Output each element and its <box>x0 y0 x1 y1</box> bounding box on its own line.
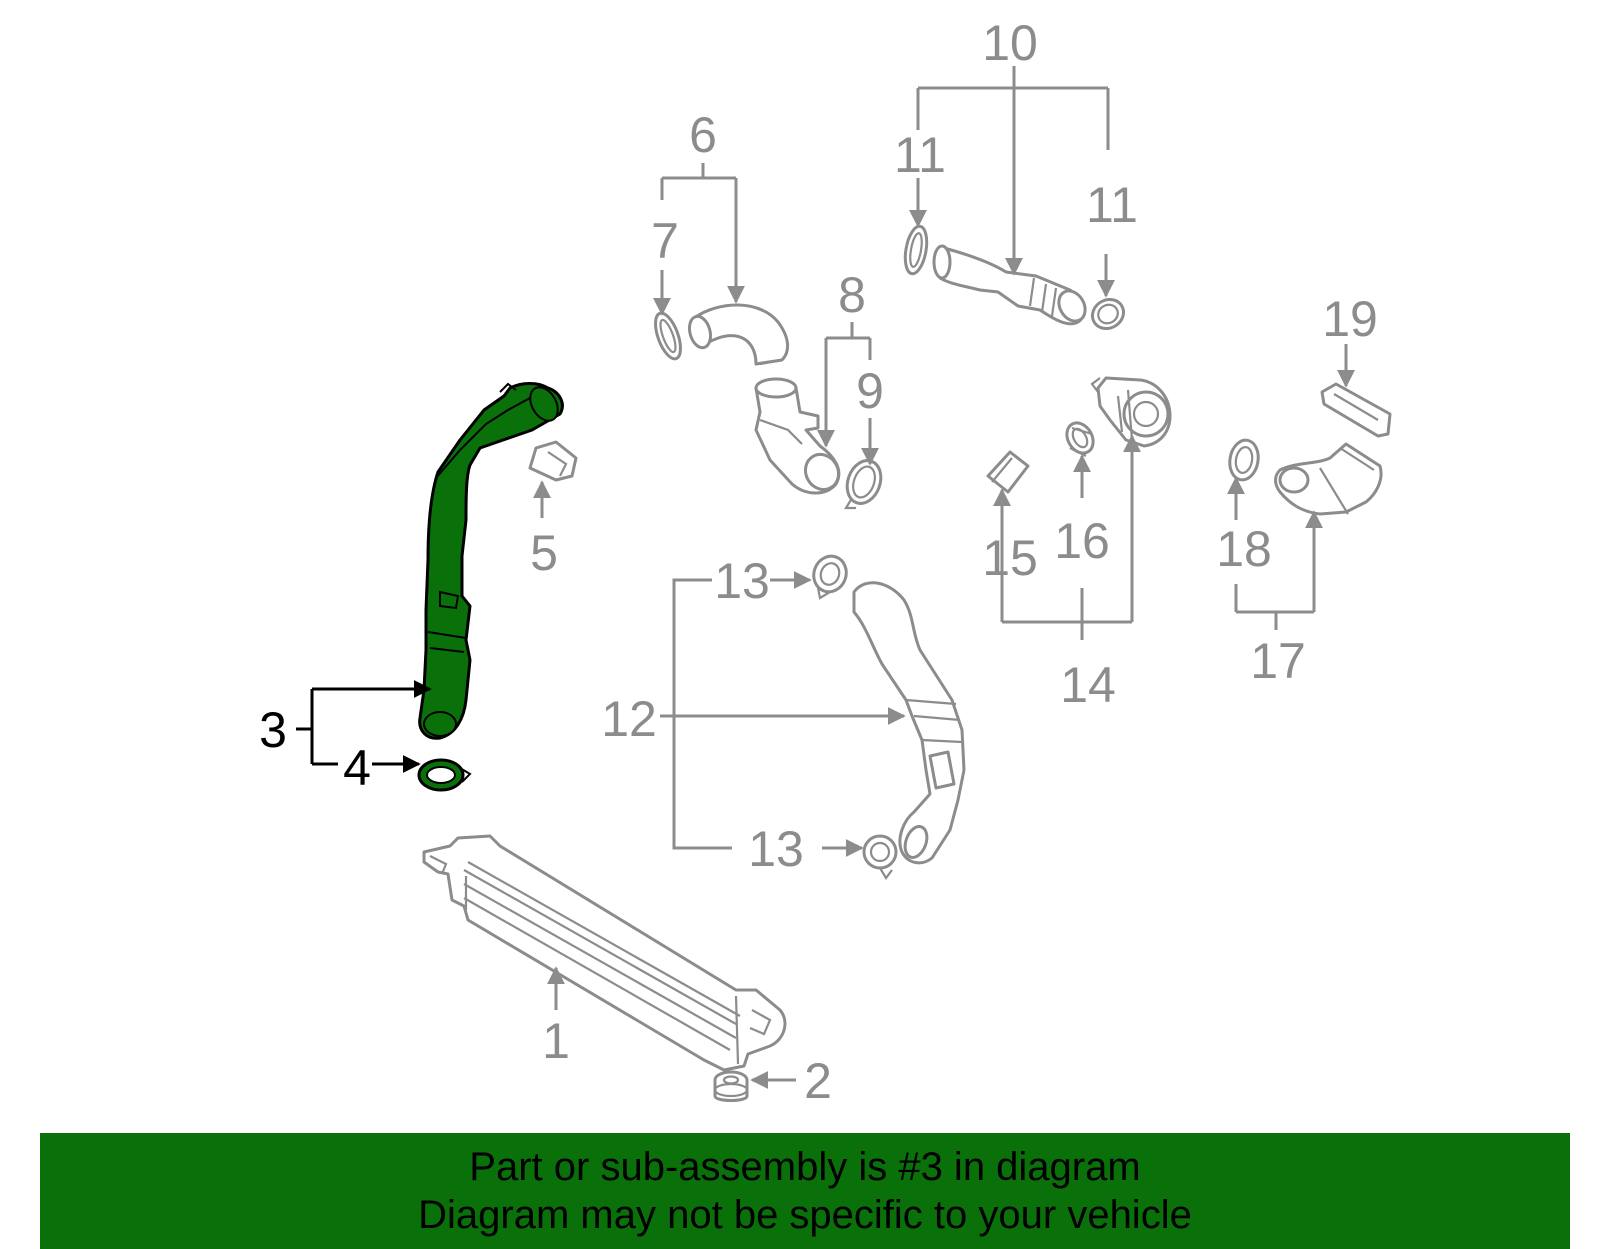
callout-2: 2 <box>804 1053 832 1109</box>
leader-14-15-16 <box>993 434 1141 640</box>
leader-8-9 <box>817 322 879 466</box>
callout-8: 8 <box>838 267 866 323</box>
part-7-clamp[interactable] <box>650 310 685 362</box>
part-13-clamp-upper[interactable] <box>809 552 851 600</box>
part-16-grommet[interactable] <box>1062 418 1099 458</box>
part-12-hose-assembly[interactable] <box>852 581 966 865</box>
part-10-hose[interactable] <box>932 244 1090 326</box>
part-18-clamp[interactable] <box>1227 438 1262 482</box>
leader-3-4 <box>296 680 432 773</box>
callout-5: 5 <box>530 525 558 581</box>
callout-4[interactable]: 4 <box>343 740 371 796</box>
part-11-clamp-right[interactable] <box>1087 294 1129 334</box>
callout-16: 16 <box>1054 513 1110 569</box>
callout-18: 18 <box>1216 521 1272 577</box>
info-banner: Part or sub-assembly is #3 in diagram Di… <box>40 1133 1570 1249</box>
callout-6: 6 <box>689 107 717 163</box>
part-15-sleeve[interactable] <box>986 450 1030 494</box>
callout-12: 12 <box>601 691 657 747</box>
part-8-elbow-hose[interactable] <box>754 377 845 496</box>
part-2-rubber-mount[interactable] <box>713 1070 749 1102</box>
part-19-gasket[interactable] <box>1320 382 1392 438</box>
callout-1: 1 <box>542 1013 570 1069</box>
part-17-inlet-duct[interactable] <box>1274 442 1383 516</box>
banner-line-2: Diagram may not be specific to your vehi… <box>418 1193 1192 1237</box>
part-5-bracket[interactable] <box>528 440 578 482</box>
callout-10: 10 <box>982 15 1038 71</box>
part-1-intercooler[interactable] <box>422 834 787 1072</box>
callout-11-left: 11 <box>894 127 946 183</box>
callout-17: 17 <box>1250 633 1306 689</box>
part-13-clamp-lower[interactable] <box>862 834 898 880</box>
leader-10-11 <box>909 66 1115 298</box>
part-14-valve[interactable] <box>1090 376 1172 448</box>
callout-13-lower: 13 <box>748 821 804 877</box>
part-3-charge-pipe[interactable] <box>418 382 564 740</box>
leader-12-13 <box>660 571 906 857</box>
callout-15: 15 <box>982 530 1038 586</box>
part-6-hose[interactable] <box>686 303 789 366</box>
callout-3[interactable]: 3 <box>259 702 287 758</box>
callout-11-right: 11 <box>1086 177 1138 233</box>
part-11-clamp-left[interactable] <box>902 224 930 276</box>
part-4-clamp[interactable] <box>417 758 472 792</box>
callout-19: 19 <box>1322 291 1378 347</box>
leader-17-18-19 <box>1227 344 1355 630</box>
callout-14: 14 <box>1060 657 1116 713</box>
callout-9: 9 <box>856 363 884 419</box>
callout-7: 7 <box>651 213 679 269</box>
banner-line-1: Part or sub-assembly is #3 in diagram <box>469 1145 1141 1189</box>
callout-13-upper: 13 <box>714 553 770 609</box>
leader-6-7 <box>653 163 745 316</box>
part-9-clamp[interactable] <box>841 456 886 510</box>
